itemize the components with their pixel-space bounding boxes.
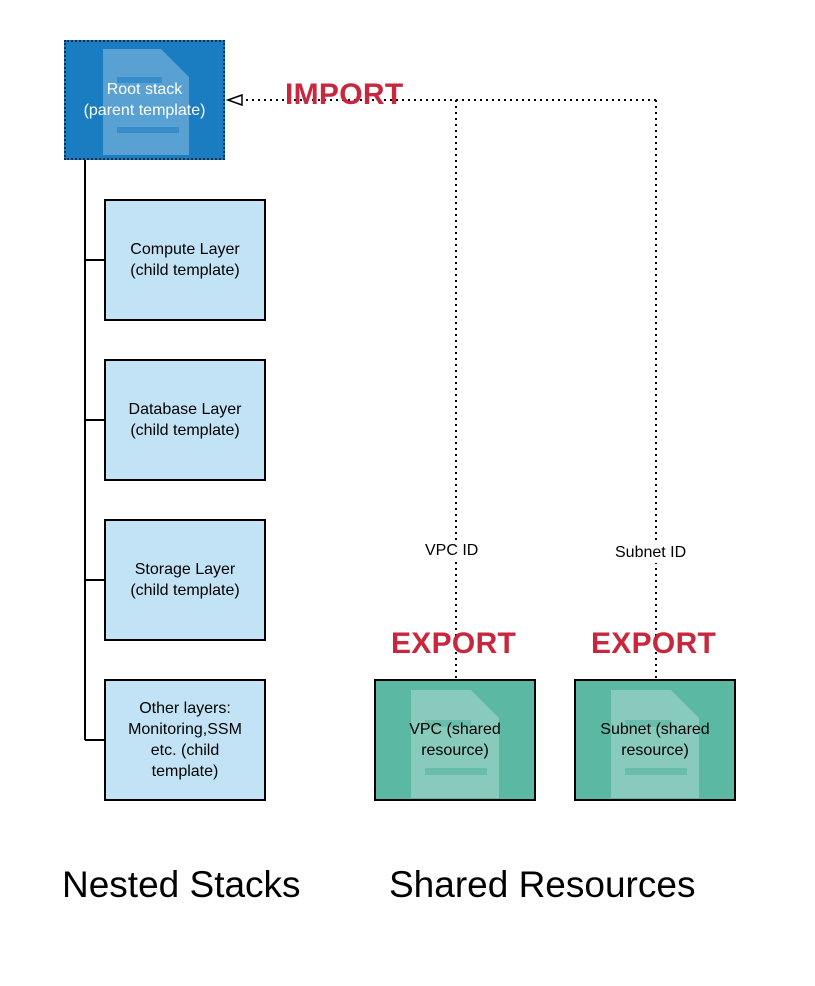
- storage-layer-label: Storage Layer (child template): [130, 561, 240, 599]
- document-icon: [411, 690, 499, 798]
- subnet-shared-node[interactable]: Subnet (shared resource): [574, 679, 736, 801]
- compute-layer-label: Compute Layer (child template): [130, 241, 240, 279]
- subnet-export-tag: EXPORT: [591, 627, 717, 660]
- subnet-shared-label: Subnet (shared resource): [600, 721, 710, 759]
- other-layers-node[interactable]: Other layers: Monitoring,SSM etc. (child…: [104, 679, 266, 801]
- nested-stacks-title: Nested Stacks: [62, 864, 301, 905]
- vpc-shared-label: VPC (shared resource): [409, 721, 501, 759]
- subnet-id-label: Subnet ID: [612, 543, 690, 563]
- vpc-id-label: VPC ID: [422, 541, 482, 561]
- document-icon: [611, 690, 699, 798]
- root-stack-node[interactable]: Root stack (parent template): [64, 40, 225, 160]
- document-icon: [103, 49, 189, 155]
- database-layer-node[interactable]: Database Layer (child template): [104, 359, 266, 481]
- root-stack-label: Root stack (parent template): [83, 81, 206, 119]
- import-arrowhead: [225, 93, 243, 107]
- import-tag: IMPORT: [285, 78, 404, 111]
- other-layers-label: Other layers: Monitoring,SSM etc. (child…: [128, 700, 242, 780]
- database-layer-label: Database Layer (child template): [128, 401, 242, 439]
- storage-layer-node[interactable]: Storage Layer (child template): [104, 519, 266, 641]
- compute-layer-node[interactable]: Compute Layer (child template): [104, 199, 266, 321]
- vpc-export-tag: EXPORT: [391, 627, 517, 660]
- vpc-shared-node[interactable]: VPC (shared resource): [374, 679, 536, 801]
- shared-resources-title: Shared Resources: [389, 864, 696, 905]
